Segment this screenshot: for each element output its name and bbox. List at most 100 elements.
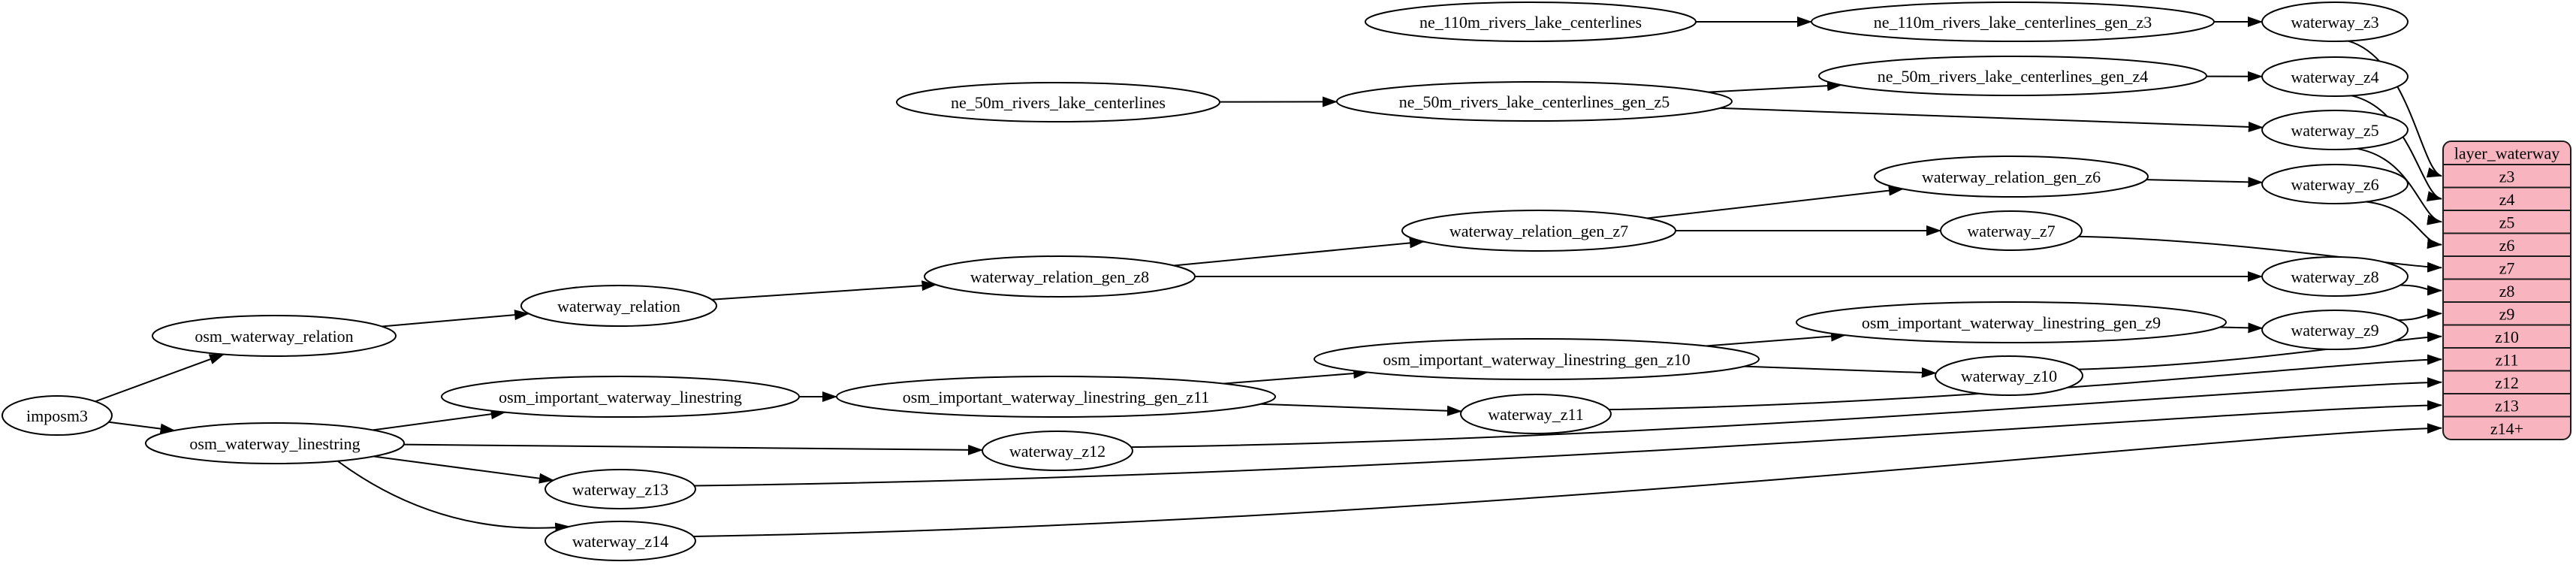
node-waterway_relation_gen_z7: waterway_relation_gen_z7 [1401, 210, 1676, 252]
edge-ne_50m_rivers_lake_centerlines_gen_z5-ne_50m_rivers_lake_centerlines_gen_z4 [1708, 80, 1842, 93]
edge-ne_50m_rivers_lake_centerlines_gen_z5-waterway_z5 [1720, 107, 2264, 132]
record-row-z3: z3 [2499, 167, 2515, 186]
node-waterway_relation_gen_z6: waterway_relation_gen_z6 [1874, 156, 2149, 198]
nodes-layer: imposm3 osm_waterway_relation osm_waterway… [2, 2, 2409, 561]
node-waterway_z14: waterway_z14 [544, 521, 696, 561]
node-shape-waterway_z13 [544, 469, 696, 509]
table-layer_waterway: layer_waterwayz3z4z5z6z7z8z9z10z11z12z13… [2442, 140, 2571, 440]
node-label-ne_110m_rivers_lake_centerlines: ne_110m_rivers_lake_centerlines [1419, 13, 1642, 32]
node-shape-osm_important_waterway_linestring_gen_z10 [1314, 338, 1760, 380]
node-label-ne_50m_rivers_lake_centerlines_gen_z5: ne_50m_rivers_lake_centerlines_gen_z5 [1399, 92, 1670, 111]
node-label-imposm3: imposm3 [26, 406, 88, 425]
node-label-waterway_relation_gen_z6: waterway_relation_gen_z6 [1922, 168, 2101, 186]
edge-osm_waterway_linestring-waterway_z12 [403, 443, 984, 455]
node-shape-osm_important_waterway_linestring [441, 376, 800, 418]
node-shape-waterway_z11 [1460, 394, 1612, 434]
node-osm_waterway_linestring: osm_waterway_linestring [145, 422, 405, 464]
node-shape-waterway_z8 [2261, 256, 2409, 297]
node-ne_50m_rivers_lake_centerlines_gen_z4: ne_50m_rivers_lake_centerlines_gen_z4 [1818, 56, 2207, 96]
node-osm_important_waterway_linestring_gen_z10: osm_important_waterway_linestring_gen_z1… [1314, 338, 1760, 380]
node-waterway_z13: waterway_z13 [544, 469, 696, 509]
edge-osm_important_waterway_linestring_gen_z9-waterway_z9 [2219, 322, 2264, 334]
node-ne_110m_rivers_lake_centerlines_gen_z3: ne_110m_rivers_lake_centerlines_gen_z3 [1811, 2, 2215, 42]
node-shape-waterway_z4 [2261, 56, 2409, 97]
node-label-waterway_z9: waterway_z9 [2291, 321, 2378, 340]
node-label-osm_important_waterway_linestring_gen_z9: osm_important_waterway_linestring_gen_z9 [1862, 313, 2161, 332]
node-osm_waterway_relation: osm_waterway_relation [152, 315, 397, 357]
node-label-waterway_relation: waterway_relation [557, 297, 680, 316]
node-waterway_z8: waterway_z8 [2261, 256, 2409, 297]
node-label-waterway_z3: waterway_z3 [2291, 13, 2378, 32]
edge-waterway_z9-z9 [2398, 308, 2442, 322]
edge-imposm3-osm_waterway_relation [95, 353, 225, 403]
node-label-waterway_z14: waterway_z14 [572, 532, 668, 551]
edge-osm_waterway_linestring-waterway_z13 [373, 455, 554, 484]
edge-waterway_relation_gen_z6-waterway_z6 [2146, 177, 2264, 188]
node-label-waterway_z13: waterway_z13 [572, 480, 668, 499]
node-label-waterway_z10: waterway_z10 [1961, 367, 2057, 385]
node-shape-ne_50m_rivers_lake_centerlines_gen_z5 [1336, 81, 1733, 122]
node-label-osm_waterway_linestring: osm_waterway_linestring [189, 434, 360, 453]
node-label-waterway_z4: waterway_z4 [2291, 68, 2378, 86]
record-row-z13: z13 [2495, 396, 2519, 415]
node-label-osm_important_waterway_linestring_gen_z10: osm_important_waterway_linestring_gen_z1… [1383, 350, 1690, 369]
node-waterway_z3: waterway_z3 [2261, 2, 2409, 42]
node-osm_important_waterway_linestring: osm_important_waterway_linestring [441, 376, 800, 418]
record-row-z5: z5 [2499, 213, 2515, 231]
node-shape-waterway_z9 [2261, 310, 2409, 350]
node-shape-osm_waterway_relation [152, 315, 397, 357]
node-shape-waterway_z6 [2261, 164, 2409, 204]
record-row-z6: z6 [2499, 236, 2515, 255]
node-shape-waterway_z14 [544, 521, 696, 561]
edges-layer [95, 17, 2442, 537]
node-osm_important_waterway_linestring_gen_z11: osm_important_waterway_linestring_gen_z1… [836, 376, 1276, 418]
edge-osm_important_waterway_linestring_gen_z10-osm_important_waterway_linestring_gen_z9 [1706, 331, 1846, 347]
node-osm_important_waterway_linestring_gen_z9: osm_important_waterway_linestring_gen_z9 [1796, 301, 2227, 343]
edge-osm_waterway_relation-waterway_relation [382, 310, 530, 328]
node-ne_110m_rivers_lake_centerlines: ne_110m_rivers_lake_centerlines [1365, 2, 1697, 42]
edge-osm_important_waterway_linestring_gen_z11-waterway_z11 [1260, 403, 1462, 416]
node-label-waterway_relation_gen_z7: waterway_relation_gen_z7 [1449, 222, 1628, 240]
edge-waterway_z14-z14+ [693, 423, 2442, 537]
edge-osm_waterway_linestring-waterway_z14 [336, 460, 571, 533]
node-label-ne_50m_rivers_lake_centerlines: ne_50m_rivers_lake_centerlines [951, 93, 1166, 112]
node-label-waterway_z7: waterway_z7 [1967, 222, 2055, 240]
edge-waterway_z11-z11 [1609, 354, 2442, 411]
node-waterway_z6: waterway_z6 [2261, 164, 2409, 204]
node-ne_50m_rivers_lake_centerlines_gen_z5: ne_50m_rivers_lake_centerlines_gen_z5 [1336, 81, 1733, 122]
node-shape-waterway_z3 [2261, 2, 2409, 42]
node-shape-waterway_z10 [1935, 355, 2083, 396]
record-header: layer_waterway [2454, 144, 2559, 163]
node-shape-ne_50m_rivers_lake_centerlines [896, 82, 1220, 122]
record-row-z7: z7 [2499, 258, 2515, 277]
node-shape-ne_50m_rivers_lake_centerlines_gen_z4 [1818, 56, 2207, 96]
node-shape-waterway_relation_gen_z7 [1401, 210, 1676, 252]
node-waterway_z10: waterway_z10 [1935, 355, 2083, 396]
node-shape-waterway_z7 [1940, 210, 2083, 251]
node-shape-waterway_relation_gen_z6 [1874, 156, 2149, 198]
node-shape-ne_110m_rivers_lake_centerlines [1365, 2, 1697, 42]
record-row-z4: z4 [2499, 190, 2515, 209]
record-row-z12: z12 [2495, 373, 2519, 392]
node-shape-ne_110m_rivers_lake_centerlines_gen_z3 [1811, 2, 2215, 42]
node-label-ne_50m_rivers_lake_centerlines_gen_z4: ne_50m_rivers_lake_centerlines_gen_z4 [1878, 67, 2148, 86]
node-waterway_relation: waterway_relation [520, 285, 717, 327]
node-waterway_z5: waterway_z5 [2261, 110, 2409, 150]
record-row-z10: z10 [2495, 328, 2519, 346]
node-shape-osm_important_waterway_linestring_gen_z11 [836, 376, 1276, 418]
node-label-waterway_z8: waterway_z8 [2291, 267, 2378, 286]
node-label-osm_important_waterway_linestring_gen_z11: osm_important_waterway_linestring_gen_z1… [903, 388, 1210, 406]
node-label-ne_110m_rivers_lake_centerlines_gen_z3: ne_110m_rivers_lake_centerlines_gen_z3 [1874, 13, 2152, 32]
node-label-osm_important_waterway_linestring: osm_important_waterway_linestring [499, 388, 742, 406]
node-ne_50m_rivers_lake_centerlines: ne_50m_rivers_lake_centerlines [896, 82, 1220, 122]
edge-osm_important_waterway_linestring_gen_z11-osm_important_waterway_linestring_gen_z10 [1223, 368, 1369, 385]
node-shape-waterway_relation_gen_z8 [924, 255, 1196, 298]
record-box [2442, 140, 2571, 440]
record-row-z9: z9 [2499, 304, 2515, 323]
edge-waterway_z13-z13 [694, 400, 2442, 487]
node-shape-imposm3 [2, 395, 113, 436]
edge-waterway_relation-waterway_relation_gen_z8 [711, 280, 937, 301]
edge-waterway_z6-z6 [2366, 201, 2442, 249]
